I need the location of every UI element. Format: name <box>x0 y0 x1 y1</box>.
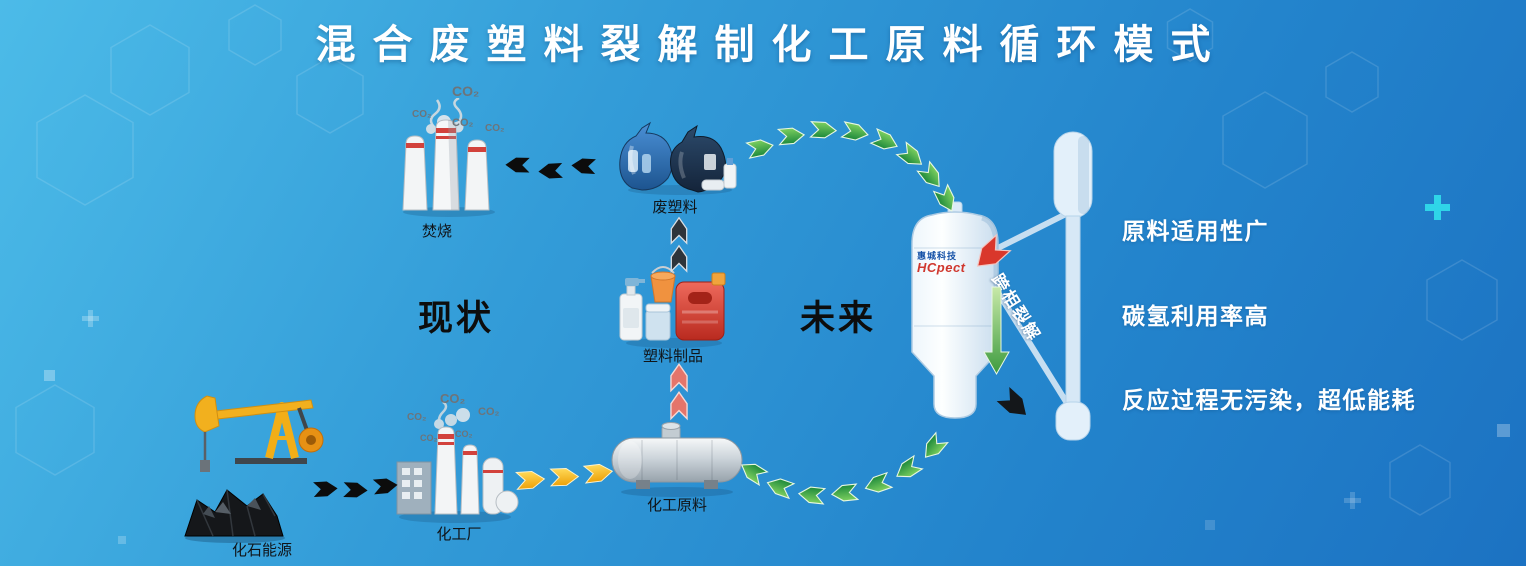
incinerator-illustration <box>402 98 495 217</box>
feature-item-1: 原料适用性广 <box>1122 218 1269 244</box>
blue-jar <box>645 303 671 341</box>
reactor-vessel <box>911 201 999 419</box>
status-label-current: 现状 <box>418 299 495 338</box>
incineration-label: 焚烧 <box>421 223 452 240</box>
tank-leg <box>636 480 650 489</box>
smokestacks <box>402 119 490 211</box>
yellow-arrows-plant-to-feedstock <box>515 462 614 490</box>
co2-label: CO₂ <box>452 117 474 129</box>
red-jerry-can <box>675 272 726 341</box>
fossil-energy-illustration <box>184 395 324 543</box>
waste-plastic-illustration <box>619 121 737 195</box>
feature-item-2: 碳氢利用率高 <box>1122 303 1269 329</box>
reactor-logo: 惠城科技 HCpect <box>917 251 1007 276</box>
black-arrows-fossil-to-plant <box>313 477 399 498</box>
chemical-feedstock-illustration <box>611 422 743 497</box>
black-arrows-to-incineration <box>505 157 596 179</box>
fossil-energy-label: 化石能源 <box>231 542 292 559</box>
page-title: 混合废塑料裂解制化工原料循环模式 <box>315 23 1228 67</box>
reactor-column <box>1053 131 1093 441</box>
pumpjack <box>194 395 324 472</box>
chemical-plant-label: 化工厂 <box>436 526 482 543</box>
co2-label: CO₂ <box>452 83 480 99</box>
co2-label: CO₂ <box>412 109 432 120</box>
chemical-plant-illustration <box>396 400 519 523</box>
reactor-logo-en: HCpect <box>917 260 966 276</box>
chemical-feedstock-label: 化工原料 <box>646 497 707 514</box>
status-label-future: 未来 <box>800 299 877 338</box>
co2-label: CO₂ <box>455 429 473 439</box>
salmon-arrows-feedstock-to-products <box>670 363 688 420</box>
tank-body <box>611 437 743 483</box>
waste-plastic-label: 废塑料 <box>652 199 698 216</box>
orange-bucket <box>650 266 676 303</box>
clear-bag-with-bottles <box>619 121 674 191</box>
co2-label: CO₂ <box>478 406 500 418</box>
co2-label: CO₂ <box>420 433 438 443</box>
factory-buildings <box>396 426 519 515</box>
plastic-products-label: 塑料制品 <box>642 348 703 365</box>
plastic-products-illustration <box>619 266 726 348</box>
pump-bottle <box>619 278 645 341</box>
smoke-decor <box>434 400 470 429</box>
co2-label: CO₂ <box>440 391 466 406</box>
co2-label: CO₂ <box>407 412 427 423</box>
coal-pile <box>184 489 284 537</box>
loose-bottles <box>701 158 737 191</box>
feature-item-3: 反应过程无污染，超低能耗 <box>1122 387 1416 413</box>
reactor-logo-cn: 惠城科技 <box>917 251 958 261</box>
co2-label: CO₂ <box>485 123 505 134</box>
dark-bag <box>670 124 727 193</box>
tank-leg <box>704 480 718 489</box>
